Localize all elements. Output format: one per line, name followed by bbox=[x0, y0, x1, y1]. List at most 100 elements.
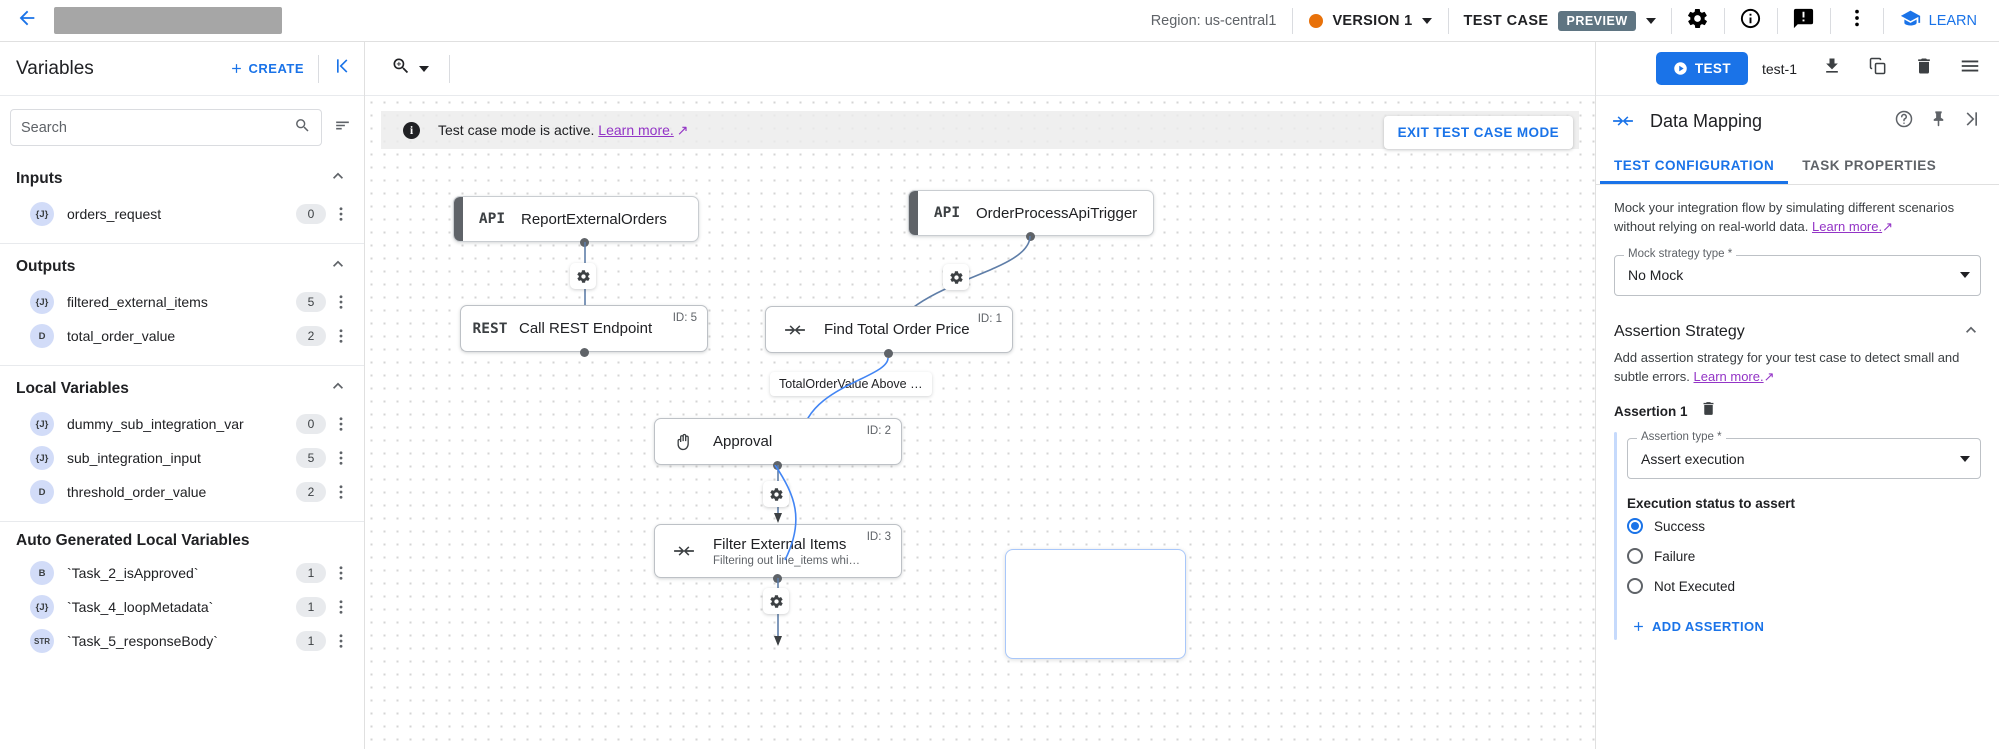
divider bbox=[1723, 7, 1725, 34]
duplicate-button[interactable] bbox=[1855, 48, 1901, 90]
rest-icon: REST bbox=[472, 320, 508, 337]
gear-icon bbox=[949, 270, 963, 284]
create-variable-button[interactable]: CREATE bbox=[229, 61, 318, 76]
feedback-button[interactable] bbox=[1778, 0, 1830, 42]
trash-icon[interactable] bbox=[1700, 400, 1717, 422]
info-button[interactable] bbox=[1725, 0, 1777, 42]
exit-test-case-mode-button[interactable]: EXIT TEST CASE MODE bbox=[1383, 116, 1573, 149]
download-button[interactable] bbox=[1809, 48, 1855, 90]
zoom-control[interactable] bbox=[379, 56, 441, 81]
mock-strategy-legend: Mock strategy type * bbox=[1624, 247, 1737, 260]
variable-row[interactable]: B`Task_2_isApproved`1 bbox=[0, 556, 364, 590]
variable-more-menu[interactable] bbox=[330, 293, 352, 311]
node-report-external-orders[interactable]: API ReportExternalOrders bbox=[453, 196, 699, 242]
assertion-type-field[interactable]: Assertion type * Assert execution bbox=[1627, 431, 1981, 480]
variable-row[interactable]: STR`Task_5_responseBody`1 bbox=[0, 624, 364, 658]
variable-more-menu[interactable] bbox=[330, 449, 352, 467]
search-box[interactable] bbox=[10, 109, 322, 146]
node-call-rest-endpoint[interactable]: REST Call REST Endpoint ID: 5 bbox=[460, 305, 708, 352]
variable-more-menu[interactable] bbox=[330, 598, 352, 616]
more-options-button[interactable] bbox=[1831, 0, 1883, 42]
back-button[interactable] bbox=[0, 0, 54, 42]
flow-canvas-area: i Test case mode is active. Learn more.↗… bbox=[365, 42, 1595, 749]
node-filter-external-items[interactable]: Filter External Items Filtering out line… bbox=[654, 524, 902, 578]
divider bbox=[449, 54, 450, 83]
radio-button[interactable] bbox=[1627, 518, 1643, 535]
radio-option-success[interactable]: Success bbox=[1627, 511, 1981, 541]
radio-button[interactable] bbox=[1627, 548, 1643, 565]
expand-panel-button[interactable] bbox=[1955, 104, 1989, 138]
search-input[interactable] bbox=[21, 119, 294, 136]
variable-name: total_order_value bbox=[67, 328, 176, 344]
node-find-total-order-price[interactable]: Find Total Order Price ID: 1 bbox=[765, 306, 1013, 353]
mock-learn-more-link[interactable]: Learn more. bbox=[1812, 218, 1883, 234]
list-menu-button[interactable] bbox=[1947, 48, 1993, 90]
tab-task-properties[interactable]: TASK PROPERTIES bbox=[1802, 158, 1937, 173]
delete-button[interactable] bbox=[1901, 48, 1947, 90]
node-text: OrderProcessApiTrigger bbox=[976, 205, 1153, 222]
variable-group-title: Local Variables bbox=[16, 379, 129, 397]
variable-more-menu[interactable] bbox=[330, 483, 352, 501]
edge-config-gear-4[interactable] bbox=[763, 588, 789, 614]
section-divider bbox=[0, 521, 364, 522]
assertion-strategy-header[interactable]: Assertion Strategy bbox=[1614, 320, 1981, 349]
assertion-learn-more-link[interactable]: Learn more. bbox=[1693, 368, 1764, 384]
variable-row[interactable]: {J}`Task_4_loopMetadata`1 bbox=[0, 590, 364, 624]
integration-flow-canvas[interactable]: i Test case mode is active. Learn more.↗… bbox=[365, 96, 1595, 749]
edge-config-gear-2[interactable] bbox=[943, 264, 969, 290]
learn-button[interactable]: LEARN bbox=[1884, 8, 1999, 33]
radio-option-not-executed[interactable]: Not Executed bbox=[1627, 571, 1981, 601]
version-selector[interactable]: VERSION 1 bbox=[1293, 13, 1447, 29]
node-title: Approval bbox=[713, 433, 773, 450]
help-button[interactable] bbox=[1887, 104, 1921, 138]
radio-option-failure[interactable]: Failure bbox=[1627, 541, 1981, 571]
divider bbox=[1292, 7, 1294, 34]
node-text: Call REST Endpoint bbox=[519, 320, 707, 337]
section-divider bbox=[0, 243, 364, 244]
settings-button[interactable] bbox=[1672, 0, 1724, 42]
add-assertion-button[interactable]: ADD ASSERTION bbox=[1627, 613, 1768, 640]
test-case-selector[interactable]: TEST CASE PREVIEW bbox=[1449, 10, 1671, 31]
variable-more-menu[interactable] bbox=[330, 415, 352, 433]
sort-icon bbox=[333, 116, 352, 140]
banner-learn-more-link[interactable]: Learn more. bbox=[598, 121, 674, 138]
node-approval[interactable]: Approval ID: 2 bbox=[654, 418, 902, 465]
pin-button[interactable] bbox=[1921, 104, 1955, 138]
edge-config-gear-1[interactable] bbox=[570, 263, 596, 289]
node-text: Find Total Order Price bbox=[824, 321, 1012, 338]
variable-name: `Task_4_loopMetadata` bbox=[67, 599, 214, 615]
variable-more-menu[interactable] bbox=[330, 632, 352, 650]
variable-usage-count: 5 bbox=[296, 448, 326, 468]
variable-group-header[interactable]: Outputs bbox=[0, 244, 364, 285]
edge-config-gear-3[interactable] bbox=[763, 481, 789, 507]
variable-group-header[interactable]: Inputs bbox=[0, 156, 364, 197]
variable-type-badge: {J} bbox=[30, 202, 54, 226]
test-button[interactable]: TEST bbox=[1655, 52, 1748, 85]
variable-more-menu[interactable] bbox=[330, 327, 352, 345]
collapse-sidebar-button[interactable] bbox=[319, 56, 364, 81]
node-order-process-api-trigger[interactable]: API OrderProcessApiTrigger bbox=[908, 190, 1154, 236]
chevron-up-icon bbox=[328, 254, 348, 279]
assertion-type-select[interactable]: Assert execution bbox=[1627, 438, 1981, 480]
mock-strategy-select[interactable]: No Mock bbox=[1614, 254, 1981, 296]
tab-test-configuration[interactable]: TEST CONFIGURATION bbox=[1600, 146, 1788, 184]
mock-strategy-field[interactable]: Mock strategy type * No Mock bbox=[1614, 247, 1981, 296]
radio-button[interactable] bbox=[1627, 578, 1643, 595]
variable-type-badge: STR bbox=[30, 629, 54, 653]
variable-group-header[interactable]: Auto Generated Local Variables bbox=[0, 522, 364, 556]
selected-node-placeholder[interactable] bbox=[1005, 549, 1186, 659]
assertion-card: Assertion type * Assert execution Execut… bbox=[1614, 431, 1981, 641]
variable-group-header[interactable]: Local Variables bbox=[0, 366, 364, 407]
node-title: Filter External Items bbox=[713, 535, 847, 553]
variable-more-menu[interactable] bbox=[330, 564, 352, 582]
variable-more-menu[interactable] bbox=[330, 205, 352, 223]
sort-button[interactable] bbox=[328, 116, 356, 140]
